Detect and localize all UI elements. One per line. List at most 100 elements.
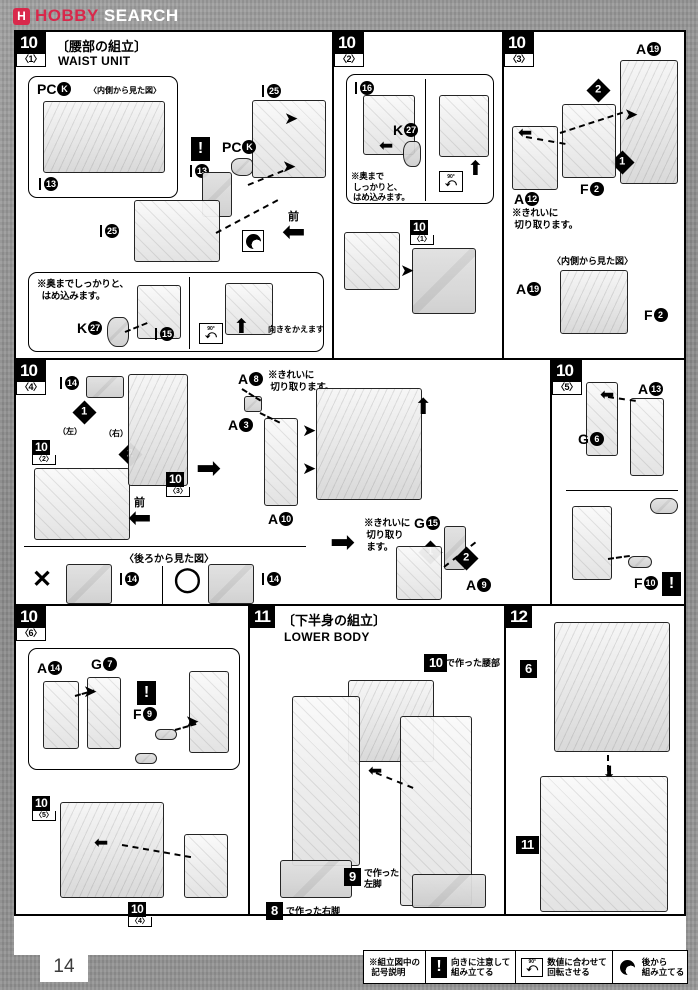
note-insert-fully: ※奥までしっかりと、 はめ込みます。: [37, 279, 129, 302]
artwork-part-f10-detail: [650, 498, 678, 514]
watermark-hobby-text: HOBBY: [35, 6, 99, 25]
callout-text-right-leg: で作った右脚: [286, 906, 341, 916]
panel-title-en: LOWER BODY: [284, 630, 370, 644]
artwork-part-a14: [43, 681, 79, 749]
rear-view-caption: 〈後ろから見た図〉: [124, 554, 214, 565]
step-number: 10: [334, 32, 364, 54]
panel-title-en: WAIST UNIT: [58, 54, 131, 68]
artwork-left-leg: [400, 716, 472, 906]
note-cut-cleanly-1: ※きれいに 切り取ります。: [268, 370, 334, 393]
step-tag-11: 11: [250, 606, 275, 628]
artwork-part-a13: [630, 398, 664, 476]
label-i14-good: 14: [262, 572, 281, 586]
artwork-part-a8: [244, 396, 262, 412]
step-tag-12: 12: [506, 606, 532, 628]
artwork-part-a9: [396, 546, 442, 600]
mark-incorrect: ✕: [32, 566, 53, 593]
step-substep: 〈4〉: [16, 382, 46, 396]
artwork-part-f2: [562, 104, 616, 178]
note-cut-cleanly: ※きれいに 切り取ります。: [512, 208, 578, 231]
front-direction-label: 前: [134, 497, 145, 509]
step-substep: 〈5〉: [552, 382, 582, 396]
artwork-part-k27: [107, 317, 129, 347]
rotate-icon: 90°⤺: [521, 957, 544, 977]
artwork-left-foot: [412, 874, 486, 908]
rotate-icon: 90°⤺: [199, 323, 223, 344]
legend-heading-cell: ※組立図中の 記号説明: [364, 951, 427, 983]
artwork-waist-rear: [34, 468, 130, 540]
label-i25-left: 25: [100, 224, 119, 238]
panel-11: 11 〔下半身の組立〕 LOWER BODY 10 で作った腰部 ⬅ 9 で作っ…: [248, 604, 506, 920]
artwork-waist-left: [134, 200, 220, 262]
artwork-assembly-left: [344, 232, 400, 290]
warning-icon: !: [662, 572, 681, 596]
panel-title-jp: 〔下半身の組立〕: [282, 613, 387, 628]
callout-chip-lower-body: 11: [516, 836, 539, 854]
label-i16: 16: [355, 81, 374, 95]
artwork-lower-body: [540, 776, 668, 912]
artwork-part-f9: [155, 729, 177, 740]
artwork-right-foot: [280, 860, 352, 898]
inner-view-caption: 〈内側から見た図〉: [552, 256, 634, 266]
artwork-part-a12: [512, 126, 558, 190]
symbol-legend: ※組立図中の 記号説明 ! 向きに注意して 組み立てる 90°⤺ 数値に合わせて…: [363, 950, 688, 984]
callout-text-left-leg: で作った 左脚: [364, 868, 399, 890]
label-i14: 14: [60, 376, 79, 390]
callout-chip-left-leg: 9: [344, 868, 361, 886]
label-i13-inset: I13: [39, 177, 58, 191]
artwork-part-a10: [264, 418, 298, 506]
inset-inner-view-frame: PCK 〈内側から見た図〉 I13: [28, 76, 178, 198]
comparison-divider-mid: [162, 566, 164, 604]
artwork-part-assembled: [225, 283, 273, 335]
legend-item-later: 後から 組み立てる: [613, 951, 690, 983]
note-cut-cleanly-2: ※きれいに 切り取り ます。: [364, 518, 411, 553]
exclamation-icon: !: [431, 956, 448, 978]
artwork-part-assembled-side: [189, 671, 229, 753]
order-marker-2: 2: [586, 78, 611, 103]
artwork-assembly-right: [412, 248, 476, 314]
artwork-waist-right: [252, 100, 326, 178]
label-i14-bad: 14: [120, 572, 139, 586]
reference-step-10-5: 10 〈5〉: [32, 796, 56, 822]
step-tag-10-5: 10 〈5〉: [552, 360, 582, 396]
step-substep: 〈1〉: [16, 54, 46, 68]
artwork-part-f10: [628, 556, 652, 568]
reference-step-10-4: 10 〈4〉: [128, 902, 152, 928]
reference-step-10-2: 10 〈2〉: [32, 440, 56, 466]
reference-step-10-3: 10 〈3〉: [166, 472, 190, 498]
artwork-assembled-waist: [316, 388, 422, 500]
artwork-part-g7: [87, 677, 121, 749]
mark-correct: ◯: [174, 566, 201, 593]
callout-chip-right-leg: 8: [266, 902, 283, 920]
label-i15: 15: [155, 327, 174, 341]
step-number: 12: [506, 606, 532, 628]
step-tag-10-1: 10 〈1〉: [16, 32, 46, 68]
reference-step-10-1: 10 〈1〉: [410, 220, 434, 246]
artwork-upper-body: [554, 622, 670, 752]
step-tag-10-4: 10 〈4〉: [16, 360, 46, 396]
order-marker-1: 1: [72, 400, 97, 425]
left-marker: （左）: [58, 427, 82, 436]
callout-chip-waist: 10: [424, 654, 448, 672]
artwork-part-k27: [403, 141, 421, 167]
page-number: 14: [40, 952, 88, 982]
step-substep: 〈6〉: [16, 628, 46, 642]
